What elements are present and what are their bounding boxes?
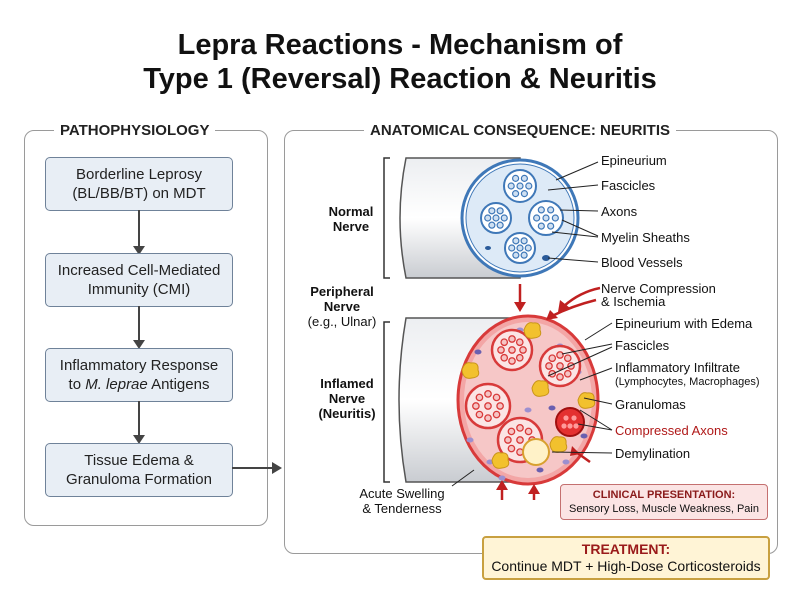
pathophysiology-heading: PATHOPHYSIOLOGY [54,122,216,139]
normal-nerve-cross-section [460,158,580,278]
inflamed-fascicle [538,344,582,388]
step-3-prefix: to [68,376,86,393]
label-granulomas: Granulomas [615,397,686,412]
normal-fascicle [503,169,537,203]
swelling-line-1: Acute Swelling [359,486,445,501]
compression-line-1: Nerve Compression [601,281,716,296]
infiltrate-cell [466,437,474,443]
inflamed-nerve-cross-section [456,314,600,486]
treatment-heading: TREATMENT: [581,541,671,557]
peripheral-line-2: Nerve [323,299,361,314]
label-inflammatory-infiltrate: Inflammatory Infiltrate [615,360,740,375]
granuloma-mark [491,452,510,469]
label-fascicles: Fascicles [601,178,656,193]
label-compressed-axons: Compressed Axons [615,423,728,438]
peripheral-nerve-label: Peripheral Nerve (e.g., Ulnar) [302,284,382,329]
step-4-line-2: Granuloma Formation [66,471,212,488]
label-myelin-sheaths: Myelin Sheaths [601,230,690,245]
label-infiltrate-cells: (Lymphocytes, Macrophages) [615,376,760,388]
normal-label-line-1: Normal [328,204,374,219]
clinical-text: Sensory Loss, Muscle Weakness, Pain [569,503,759,515]
inflamed-callout-lines [451,322,613,487]
normal-callout-lines [547,161,599,263]
demyelinating-fascicle [522,438,550,466]
granuloma-mark [577,392,596,409]
granuloma-mark [549,436,568,453]
compressed-axons [555,407,585,437]
clinical-presentation-box: CLINICAL PRESENTATION: Sensory Loss, Mus… [560,484,768,520]
infiltrate-cell [498,475,506,481]
inflamed-label-line-3: (Neuritis) [318,406,376,421]
infiltrate-cell [580,433,588,439]
label-acute-swelling: Acute Swelling & Tenderness [350,486,454,516]
inflamed-nerve-label: Inflamed Nerve (Neuritis) [312,376,382,421]
infiltrate-cell [536,467,544,473]
inflamed-fascicle [464,382,512,430]
peripheral-line-1: Peripheral [310,284,374,299]
step-1-line-1: Borderline Leprosy [76,166,202,183]
normal-fascicle [504,232,536,264]
treatment-box: TREATMENT: Continue MDT + High-Dose Cort… [482,536,770,580]
infiltrate-cell [524,407,532,413]
step-3-organism: M. leprae [85,376,148,393]
title-line-2: Type 1 (Reversal) Reaction & Neuritis [143,63,657,95]
normal-fascicle [480,202,512,234]
granuloma-mark [461,362,480,379]
step-3-line-1: Inflammatory Response [59,357,219,374]
normal-nerve-label: Normal Nerve [322,204,380,234]
flow-arrow-3 [133,401,145,444]
label-demyelination: Demylination [615,446,691,461]
infiltrate-cell [474,349,482,355]
step-3-suffix: Antigens [147,376,210,393]
peripheral-line-3: (e.g., Ulnar) [307,314,377,329]
normal-label-line-2: Nerve [332,219,370,234]
flow-arrow-1 [133,210,145,255]
swelling-line-2: & Tenderness [362,501,442,516]
infiltrate-cell [562,459,570,465]
inflamed-fascicle [490,328,534,372]
step-inflammatory-response: Inflammatory Response to M. leprae Antig… [45,348,233,402]
step-4-line-1: Tissue Edema & [84,452,194,469]
compression-arrows [496,284,601,500]
granuloma-mark [523,322,542,339]
infiltrate-cell [548,405,556,411]
label-axons: Axons [601,204,638,219]
compression-line-2: & Ischemia [601,294,666,309]
clinical-heading: CLINICAL PRESENTATION: [592,489,736,501]
label-epineurium-edema: Epineurium with Edema [615,316,753,331]
normal-fascicle [528,200,564,236]
label-epineurium: Epineurium [601,153,667,168]
step-2-line-2: Immunity (CMI) [87,281,191,298]
step-tissue-edema: Tissue Edema & Granuloma Formation [45,443,233,497]
connector-arrow [232,462,282,474]
label-nerve-compression: Nerve Compression & Ischemia [601,282,716,308]
label-inflamed-fascicles: Fascicles [615,338,670,353]
flow-arrow-2 [133,306,145,349]
granuloma-mark [531,380,550,397]
step-2-line-1: Increased Cell-Mediated [57,262,221,279]
inflamed-label-line-1: Inflamed [320,376,374,391]
step-1-line-2: (BL/BB/BT) on MDT [72,185,206,202]
label-blood-vessels: Blood Vessels [601,255,683,270]
treatment-text: Continue MDT + High-Dose Corticosteroids [491,558,761,574]
step-3-line-2: to M. leprae Antigens [46,375,232,394]
step-increased-cmi: Increased Cell-Mediated Immunity (CMI) [45,253,233,307]
title-line-1: Lepra Reactions - Mechanism of [177,29,623,61]
inflamed-label-line-2: Nerve [328,391,366,406]
neuritis-heading: ANATOMICAL CONSEQUENCE: NEURITIS [364,122,677,139]
